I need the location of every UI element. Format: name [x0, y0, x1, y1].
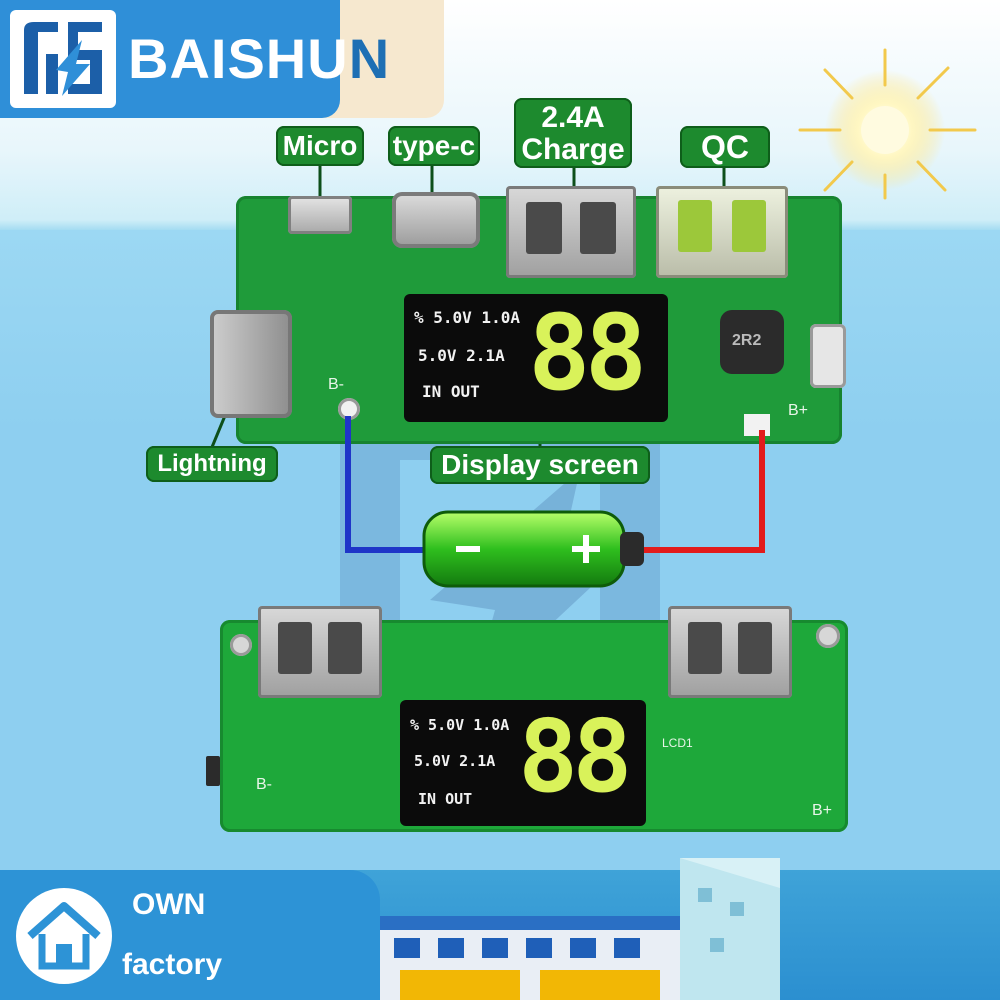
usb-a-charge-port [506, 186, 636, 278]
lcd-line-3: IN OUT [422, 382, 480, 401]
lcd-bottom-digits: 88 [518, 698, 632, 815]
factory-building-icon [380, 858, 780, 1000]
usb-a-qc-port [656, 186, 788, 278]
label-qc: QC [680, 126, 770, 168]
b-minus-pad [338, 398, 360, 420]
micro-usb-port [288, 196, 352, 234]
b-minus-mark: B- [328, 376, 344, 393]
lcd-digits: 88 [528, 292, 647, 414]
side-switch[interactable] [206, 756, 220, 786]
label-charge-line1: 2.4A [541, 101, 605, 134]
brand-name-tail: N [348, 27, 391, 90]
brand-tab [320, 0, 444, 118]
usb-a-port-left [258, 606, 382, 698]
typec-port [392, 192, 480, 248]
lightning-port [210, 310, 292, 418]
label-lightning: Lightning [146, 446, 278, 482]
factory-text: factory [122, 948, 223, 981]
battery-icon [422, 510, 644, 588]
label-lightning-text: Lightning [157, 450, 267, 477]
lcd-bottom-line-1: % 5.0V 1.0A [410, 716, 510, 734]
brand-name: BAISHUN [128, 26, 390, 91]
lcd-display-bottom: % 5.0V 1.0A 5.0V 2.1A IN OUT 88 [400, 698, 646, 826]
usb-a-port-right [668, 606, 792, 698]
lcd-bottom-line-3: IN OUT [418, 790, 473, 808]
lcd-ref-mark: LCD1 [662, 736, 693, 750]
mount-hole-right [816, 624, 840, 648]
power-switch[interactable] [810, 324, 846, 388]
b-minus-mark-bottom: B- [256, 776, 272, 793]
label-display: Display screen [430, 446, 650, 484]
label-charge-line2: Charge [521, 132, 625, 166]
b-plus-mark: B+ [788, 402, 809, 419]
brand-logo-icon [10, 10, 116, 108]
brand-name-main: BAISHU [128, 27, 349, 90]
label-micro-text: Micro [282, 130, 358, 161]
lcd-line-2: 5.0V 2.1A [418, 346, 505, 365]
label-micro: Micro [276, 126, 364, 166]
pcb-bottom-board: % 5.0V 1.0A 5.0V 2.1A IN OUT 88 LCD1 B- … [206, 606, 848, 832]
coil-label: 2R2 [732, 332, 762, 349]
lcd-line-1: % 5.0V 1.0A [414, 308, 520, 327]
own-text: OWN [132, 888, 206, 921]
label-qc-text: QC [701, 129, 749, 165]
b-plus-mark-bottom: B+ [812, 802, 833, 819]
label-typec-text: type-c [392, 130, 476, 161]
pcb-top-board: % 5.0V 1.0A 5.0V 2.1A IN OUT 88 2R2 B- B… [210, 186, 846, 444]
label-charge: 2.4A Charge [514, 98, 632, 168]
label-display-text: Display screen [441, 449, 639, 480]
house-icon [16, 888, 112, 984]
lcd-bottom-line-2: 5.0V 2.1A [414, 752, 496, 770]
mount-hole-left [230, 634, 252, 656]
lcd-display: % 5.0V 1.0A 5.0V 2.1A IN OUT 88 [404, 292, 668, 422]
inductor-coil: 2R2 [720, 310, 784, 374]
label-typec: type-c [388, 126, 480, 166]
sun-icon [798, 48, 977, 200]
